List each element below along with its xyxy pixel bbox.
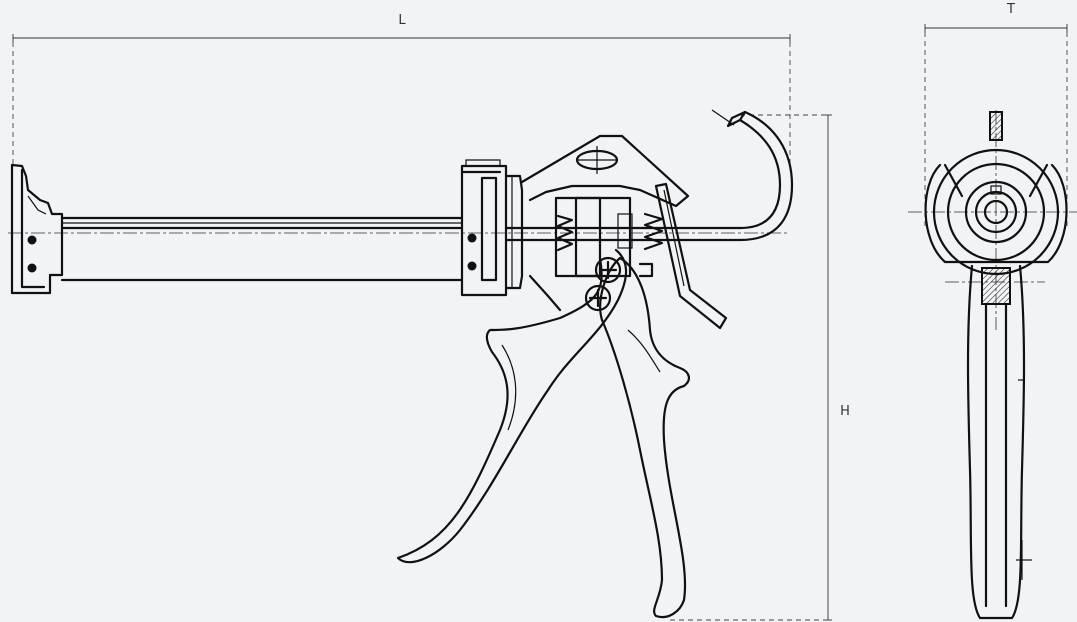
dimension-length: L bbox=[12, 13, 791, 170]
handle-neck-section bbox=[981, 267, 1011, 305]
rear-frame bbox=[460, 159, 508, 297]
lever-pin bbox=[638, 262, 654, 278]
front-handle bbox=[966, 264, 1032, 620]
side-view bbox=[8, 109, 794, 619]
pivot-screw-upper bbox=[594, 256, 622, 284]
end-cap-rings bbox=[924, 148, 1068, 276]
dimension-height: H bbox=[670, 114, 850, 621]
internal-mechanism bbox=[554, 196, 633, 278]
front-end-cap bbox=[10, 163, 64, 295]
release-lever bbox=[654, 182, 728, 330]
side-arms bbox=[943, 163, 1049, 198]
hook-section bbox=[989, 111, 1003, 141]
spring-rear bbox=[643, 212, 664, 251]
thickness-label: T bbox=[1006, 2, 1015, 17]
fixed-handle bbox=[396, 248, 628, 564]
push-rod bbox=[504, 109, 794, 242]
collar bbox=[504, 174, 524, 290]
dimension-thickness: T bbox=[924, 2, 1068, 230]
front-view bbox=[908, 110, 1077, 620]
trigger bbox=[599, 256, 690, 619]
pivot-screw-lower bbox=[584, 284, 612, 312]
barrel-rails bbox=[60, 216, 464, 282]
length-label: L bbox=[398, 13, 406, 28]
height-label: H bbox=[840, 404, 850, 419]
spring-front bbox=[556, 214, 574, 252]
